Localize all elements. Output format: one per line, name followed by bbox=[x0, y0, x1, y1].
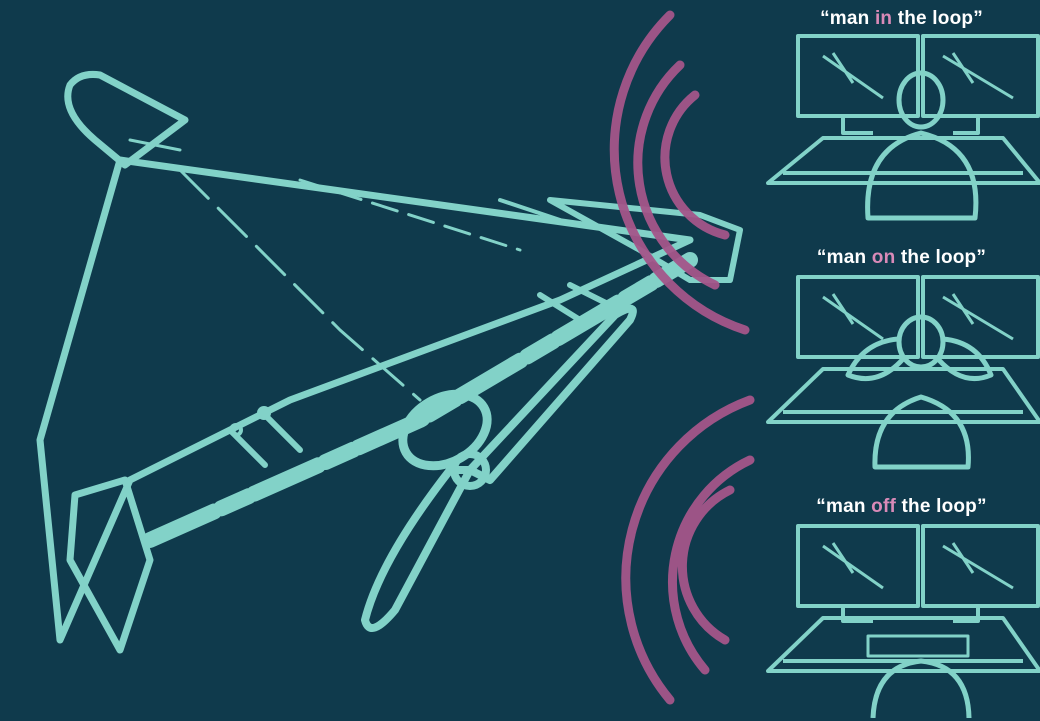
panel-man-off-the-loop: “man off the loop” bbox=[763, 496, 1040, 721]
caption-highlight-in: in bbox=[875, 8, 892, 29]
operator-workstation-illustration bbox=[763, 496, 1040, 718]
operator-workstation-illustration bbox=[763, 8, 1040, 233]
caption-man-on-the-loop: “man on the loop” bbox=[763, 247, 1040, 269]
operator-workstation-illustration bbox=[763, 247, 1040, 472]
caption-highlight-off: off bbox=[871, 496, 896, 517]
caption-highlight-on: on bbox=[872, 247, 896, 268]
caption-man-off-the-loop: “man off the loop” bbox=[763, 496, 1040, 518]
panel-man-in-the-loop: “man in the loop” bbox=[763, 8, 1040, 233]
caption-man-in-the-loop: “man in the loop” bbox=[763, 8, 1040, 30]
panel-man-on-the-loop: “man on the loop” bbox=[763, 247, 1040, 472]
